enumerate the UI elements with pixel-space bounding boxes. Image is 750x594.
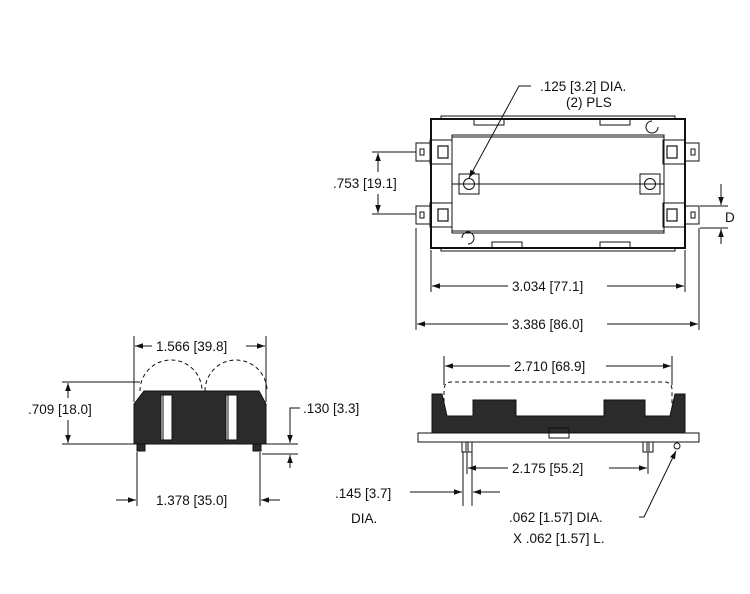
height-dim-top: .753 [19.1]: [333, 176, 397, 191]
terminal-left-top: [415, 139, 453, 165]
small-pin-line1: .062 [1.57] DIA.: [509, 510, 603, 525]
side-top-width-dim: 1.566 [39.8]: [156, 339, 227, 354]
d-label: D: [725, 210, 735, 225]
terminal-left-bottom: [415, 202, 453, 228]
small-pin-line2: X .062 [1.57] L.: [513, 531, 605, 546]
terminal-right-bottom: [662, 202, 700, 228]
outer-width-dim: 3.386 [86.0]: [512, 317, 583, 332]
hole-callout-line1: .125 [3.2] DIA.: [540, 79, 626, 94]
pin-dia-line1: .145 [3.7]: [335, 486, 391, 501]
pin-spacing-dim: 2.175 [55.2]: [512, 461, 583, 476]
top-view: .125 [3.2] DIA. (2) PLS .753 [19.1] D 3.…: [333, 79, 735, 332]
side-height-dim: .709 [18.0]: [28, 402, 92, 417]
side-view: 1.566 [39.8] .709 [18.0] .130 [3.3] 1.37…: [28, 336, 359, 508]
front-view: 2.710 [68.9] 2.175 [55.2] .145 [3.7] DIA…: [335, 356, 700, 546]
pin-dia-line2: DIA.: [351, 511, 377, 526]
hole-callout-line2: (2) PLS: [566, 95, 612, 110]
holder-front-body: [431, 393, 686, 434]
pin-length-dim: .130 [3.3]: [303, 401, 359, 416]
mounting-hole-right: [639, 173, 661, 195]
cell-length-dim: 2.710 [68.9]: [514, 359, 585, 374]
terminal-right-top: [662, 139, 700, 165]
side-bottom-width-dim: 1.378 [35.0]: [156, 493, 227, 508]
holder-side-body: [133, 390, 267, 445]
inner-width-dim: 3.034 [77.1]: [512, 279, 583, 294]
